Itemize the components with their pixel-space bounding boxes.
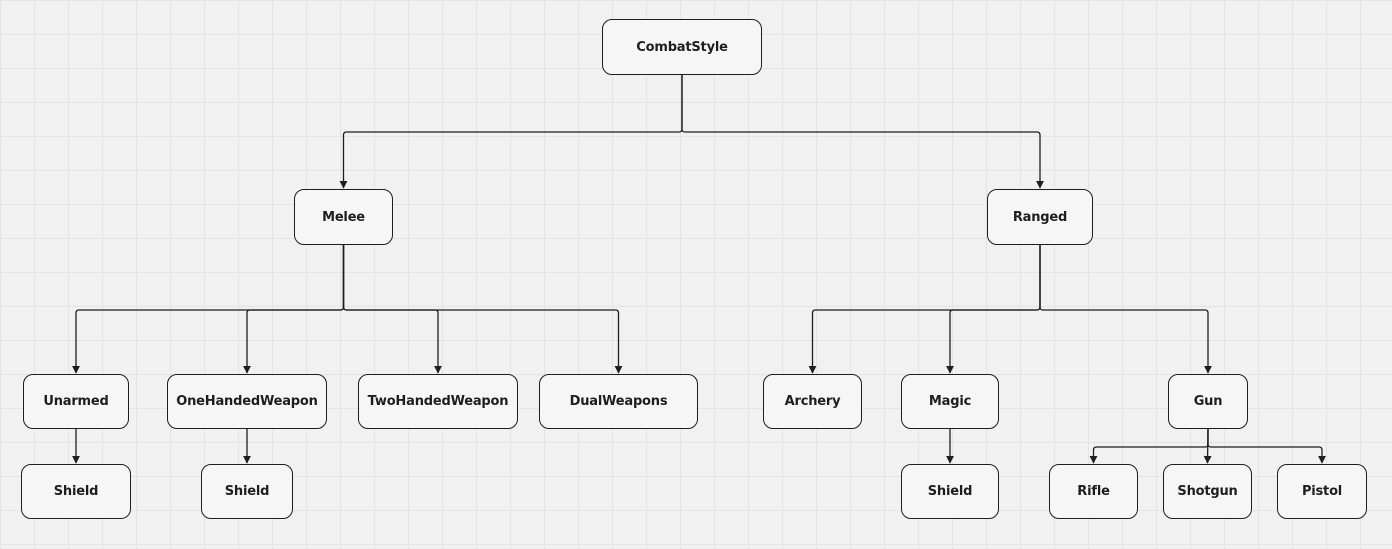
node-archery[interactable]: Archery [763, 374, 862, 429]
edge-ranged-to-magic [946, 245, 1041, 374]
node-shotgun[interactable]: Shotgun [1163, 464, 1252, 519]
node-magic-shield[interactable]: Shield [901, 464, 999, 519]
edge-ranged-to-gun [1039, 245, 1212, 374]
node-unarmed-shield[interactable]: Shield [21, 464, 131, 519]
node-unarmed[interactable]: Unarmed [23, 374, 129, 429]
edge-gun-to-pistol [1207, 429, 1326, 464]
edge-gun-to-shotgun [1203, 428, 1212, 464]
edge-root-to-ranged [681, 75, 1044, 189]
node-gun[interactable]: Gun [1168, 374, 1248, 429]
edge-melee-to-dual [342, 245, 623, 374]
node-one-handed-shield[interactable]: Shield [201, 464, 293, 519]
node-dual-weapons[interactable]: DualWeapons [539, 374, 698, 429]
node-magic[interactable]: Magic [901, 374, 999, 429]
node-pistol[interactable]: Pistol [1277, 464, 1367, 519]
node-melee[interactable]: Melee [294, 189, 393, 245]
node-combat-style[interactable]: CombatStyle [602, 19, 762, 75]
edge-melee-to-two_handed [342, 245, 442, 374]
edge-melee-to-unarmed [72, 245, 345, 374]
node-one-handed-weapon[interactable]: OneHandedWeapon [167, 374, 327, 429]
node-rifle[interactable]: Rifle [1049, 464, 1138, 519]
edge-gun-to-rifle [1089, 429, 1209, 464]
edge-root-to-melee [339, 75, 683, 189]
node-ranged[interactable]: Ranged [987, 189, 1093, 245]
node-two-handed-weapon[interactable]: TwoHandedWeapon [358, 374, 518, 429]
edge-melee-to-one_handed [243, 245, 345, 374]
edge-ranged-to-archery [808, 245, 1041, 374]
